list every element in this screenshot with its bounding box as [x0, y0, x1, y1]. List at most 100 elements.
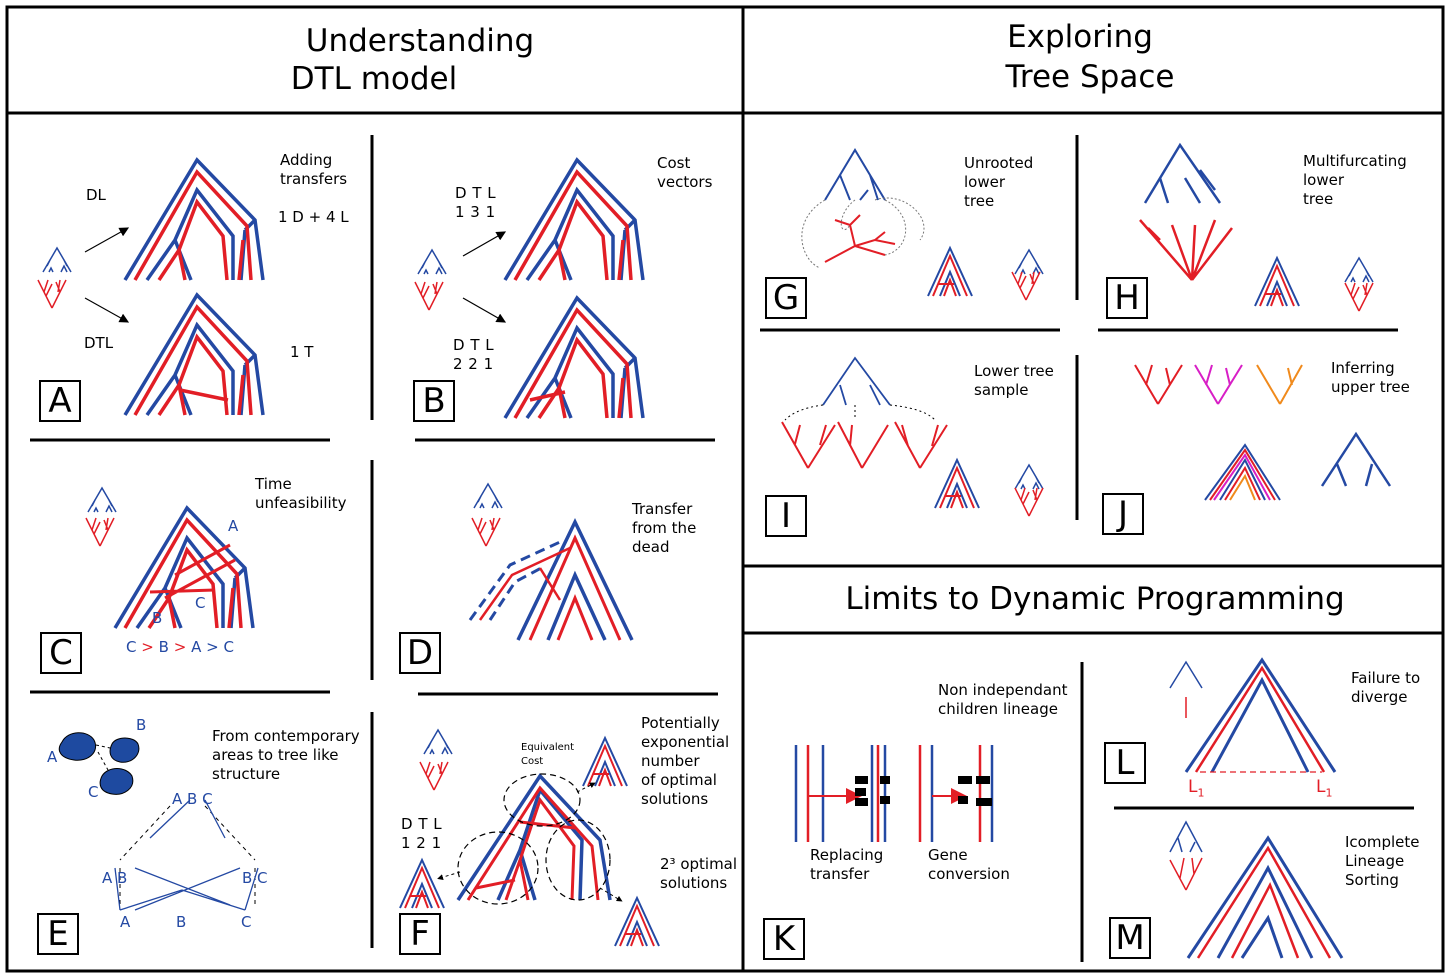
panel-b-top-head: D T L [455, 184, 497, 202]
panel-g-caption-1: Unrooted [964, 154, 1034, 172]
panel-f-equivalent-2: Cost [521, 756, 544, 767]
panel-b-caption-2: vectors [657, 173, 713, 191]
panel-m-letter: M [1109, 917, 1151, 959]
panel-b-top-vals: 1 3 1 [455, 203, 496, 221]
panel-l-caption-1: Failure to [1351, 669, 1421, 687]
panel-e-area-a: A [47, 748, 58, 766]
panel-m-caption-3: Sorting [1345, 871, 1399, 889]
panel-d-caption-2: from the [632, 519, 697, 537]
panel-separators [30, 135, 1414, 962]
panel-c-drawing [85, 487, 255, 630]
panel-g-caption-2: lower [964, 173, 1006, 191]
panel-j-caption-1: Inferring [1331, 359, 1395, 377]
panel-c-ineq-6: > [206, 638, 219, 656]
panel-c-inequality: C > B > A > C [126, 638, 234, 657]
panel-f-drawing [399, 729, 660, 947]
panel-f-caption-2: exponential [641, 733, 730, 751]
panel-d-drawing [468, 483, 634, 641]
panel-e-area-c: C [88, 783, 99, 801]
section-title-dtl-line1: Understanding [305, 23, 535, 59]
panel-j-letter: J [1102, 493, 1144, 535]
panel-f-caption-1: Potentially [641, 714, 720, 732]
panel-e-drawing [58, 732, 259, 911]
panel-g-letter: G [765, 277, 807, 319]
section-title-tree-line2: Tree Space [1005, 59, 1175, 95]
panel-c-ineq-5: A [191, 638, 202, 656]
panel-c-letter: C [40, 632, 82, 674]
panel-e-letter: E [37, 913, 79, 955]
panel-i-caption-2: sample [974, 381, 1029, 399]
panel-j-multi-recon [1204, 443, 1281, 501]
panel-c-caption-1: Time [255, 475, 292, 493]
panel-c-ineq-4: > [173, 638, 187, 656]
panel-h-caption-3: tree [1303, 190, 1334, 208]
panel-c-label-c: C [195, 594, 206, 612]
panel-k-right-1: Gene [928, 846, 968, 864]
panel-k-letter: K [763, 918, 805, 960]
panel-l-l1-left-sub: 1 [1197, 786, 1205, 800]
panel-d-letter: D [399, 632, 441, 674]
frame-lines [5, 5, 1445, 973]
panel-f-caption-3: number [641, 752, 700, 770]
panel-c-ineq-2: > [141, 638, 154, 656]
panel-a-cost-top: 1 D + 4 L [278, 208, 349, 226]
panel-e-leaf-a: A [120, 913, 131, 931]
panel-a-caption-2: transfers [280, 170, 348, 188]
panel-k-left-2: transfer [810, 865, 870, 883]
panel-c-ineq-1: C [126, 638, 137, 656]
panel-l-l1-right-sub: 1 [1325, 786, 1333, 800]
panel-e-root: A B C [172, 790, 213, 808]
panel-c-ineq-7: C [223, 638, 234, 656]
panel-h-drawing [1139, 142, 1374, 312]
panel-b-caption-1: Cost [657, 154, 691, 172]
panel-i-drawing [781, 356, 1044, 517]
panel-f-caption-4: of optimal [641, 771, 717, 789]
panel-l-l1-right: L1 [1316, 778, 1332, 802]
panel-e-area-b: B [136, 716, 147, 734]
panel-k-right-2: conversion [928, 865, 1010, 883]
panel-b-letter: B [413, 380, 455, 422]
panel-f-vals: 1 2 1 [401, 834, 442, 852]
panel-k-caption-2: children lineage [938, 700, 1058, 718]
panel-b-bot-vals: 2 2 1 [453, 355, 494, 373]
panel-f-caption-5: solutions [641, 790, 709, 808]
panel-b-bot-head: D T L [453, 336, 495, 354]
panel-e-caption-3: structure [212, 765, 281, 783]
panel-d-caption-1: Transfer [632, 500, 693, 518]
panel-g-caption-3: tree [964, 192, 995, 210]
panel-a-letter: A [39, 380, 81, 422]
panel-a-caption-1: Adding [280, 151, 333, 169]
panel-f-solutions-1: 2³ optimal [660, 855, 738, 873]
panel-h-caption-2: lower [1303, 171, 1345, 189]
panel-m-drawing [1169, 820, 1344, 959]
panel-e-caption-2: areas to tree like [212, 746, 339, 764]
panel-c-label-b: B [152, 609, 163, 627]
panel-b-drawing [414, 158, 645, 420]
panel-l-l1-left: L1 [1188, 778, 1204, 802]
panel-d-caption-3: dead [632, 538, 670, 556]
panel-j-drawing [1134, 364, 1392, 501]
panel-m-caption-2: Lineage [1345, 852, 1405, 870]
panel-a-cost-bottom: 1 T [290, 343, 314, 361]
panel-j-caption-2: upper tree [1331, 378, 1410, 396]
panel-e-leaf-c: C [241, 913, 252, 931]
section-title-dtl-line2: DTL model [290, 61, 458, 97]
panel-f-solutions-2: solutions [660, 874, 728, 892]
panel-f-letter: F [399, 913, 441, 955]
panel-l-caption-2: diverge [1351, 688, 1408, 706]
panel-a-dtl-label: DTL [84, 334, 114, 352]
panel-k-left-1: Replacing [810, 846, 884, 864]
panel-h-caption-1: Multifurcating [1303, 152, 1407, 170]
panel-f-head: D T L [401, 815, 443, 833]
panel-m-caption-1: Icomplete [1345, 833, 1420, 851]
panel-f-equivalent-1: Equivalent [521, 742, 575, 753]
panel-l-l1-right-main: L [1316, 777, 1326, 797]
panel-l-l1-left-main: L [1188, 777, 1198, 797]
panel-h-letter: H [1106, 277, 1148, 319]
panel-c-caption-2: unfeasibility [255, 494, 347, 512]
panel-c-label-a: A [228, 517, 239, 535]
panel-k-caption-1: Non independant [938, 681, 1068, 699]
panel-e-leaf-b: B [176, 913, 187, 931]
panel-k-drawing [794, 745, 994, 842]
